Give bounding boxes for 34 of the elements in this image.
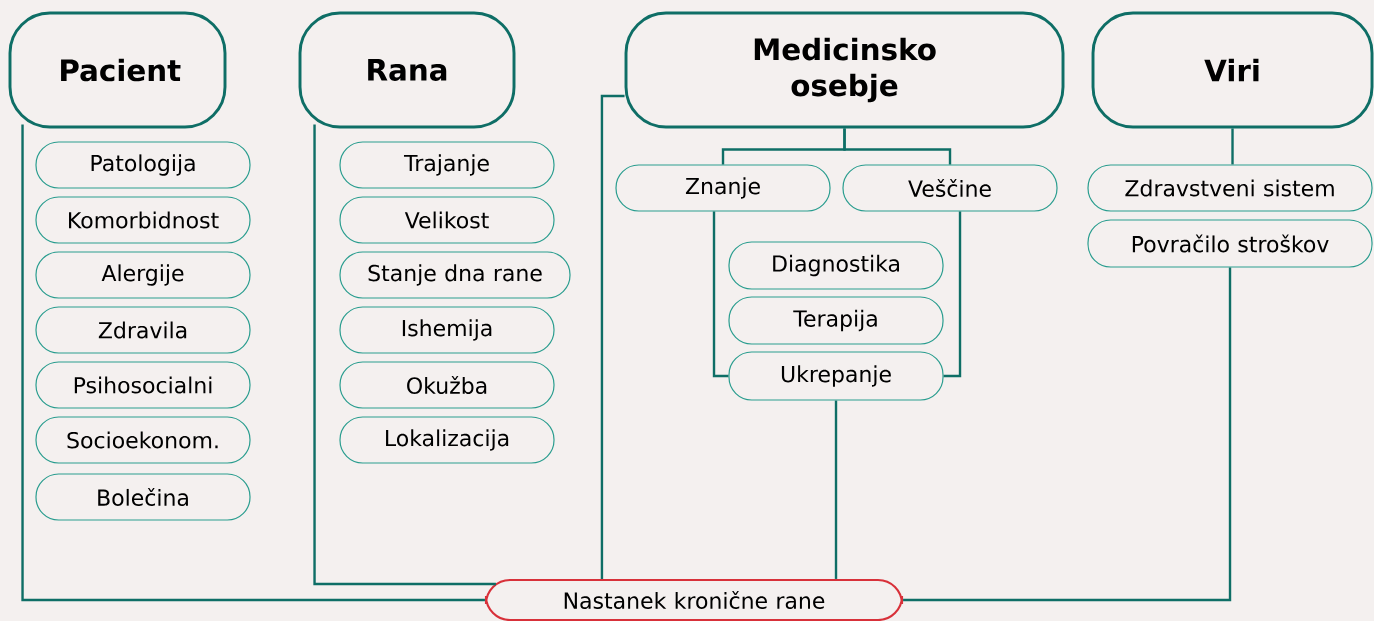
pill-box: Patologija	[35, 141, 251, 189]
pill-box: Bolečina	[35, 473, 251, 521]
pill-box: Ishemija	[339, 306, 555, 354]
pill-box: Lokalizacija	[339, 416, 555, 464]
pill-box: Zdravila	[35, 306, 251, 354]
pill-box: Komorbidnost	[35, 196, 251, 244]
connector-line	[313, 124, 496, 586]
pill-box: Psihosocialni	[35, 361, 251, 409]
pill-box: Znanje	[615, 164, 831, 212]
connector-line	[21, 124, 485, 602]
pill-box: Velikost	[339, 196, 555, 244]
header-box: Viri	[1091, 11, 1374, 129]
pill-box: Terapija	[728, 296, 944, 345]
connector-line	[943, 211, 962, 378]
pill-box: Zdravstveni sistem	[1087, 164, 1373, 212]
header-box: Rana	[298, 11, 516, 129]
pill-box: Ukrepanje	[728, 351, 944, 401]
header-box: Medicinsko osebje	[624, 11, 1065, 129]
pill-box: Veščine	[842, 164, 1058, 212]
connector-line	[843, 128, 952, 165]
outcome-box: Nastanek kronične rane	[484, 578, 904, 621]
pill-box: Stanje dna rane	[339, 251, 571, 299]
pill-box: Trajanje	[339, 141, 555, 189]
header-box: Pacient	[8, 11, 227, 129]
pill-box: Socioekonom.	[35, 416, 251, 464]
connector-line	[1231, 128, 1234, 165]
pill-box: Okužba	[339, 361, 555, 409]
connector-line	[712, 211, 729, 378]
connector-line	[600, 94, 625, 579]
pill-box: Diagnostika	[728, 241, 944, 290]
connector-line	[903, 267, 1232, 602]
pill-box: Alergije	[35, 251, 251, 299]
connector-line	[834, 400, 838, 579]
pill-box: Povračilo stroškov	[1087, 219, 1373, 268]
